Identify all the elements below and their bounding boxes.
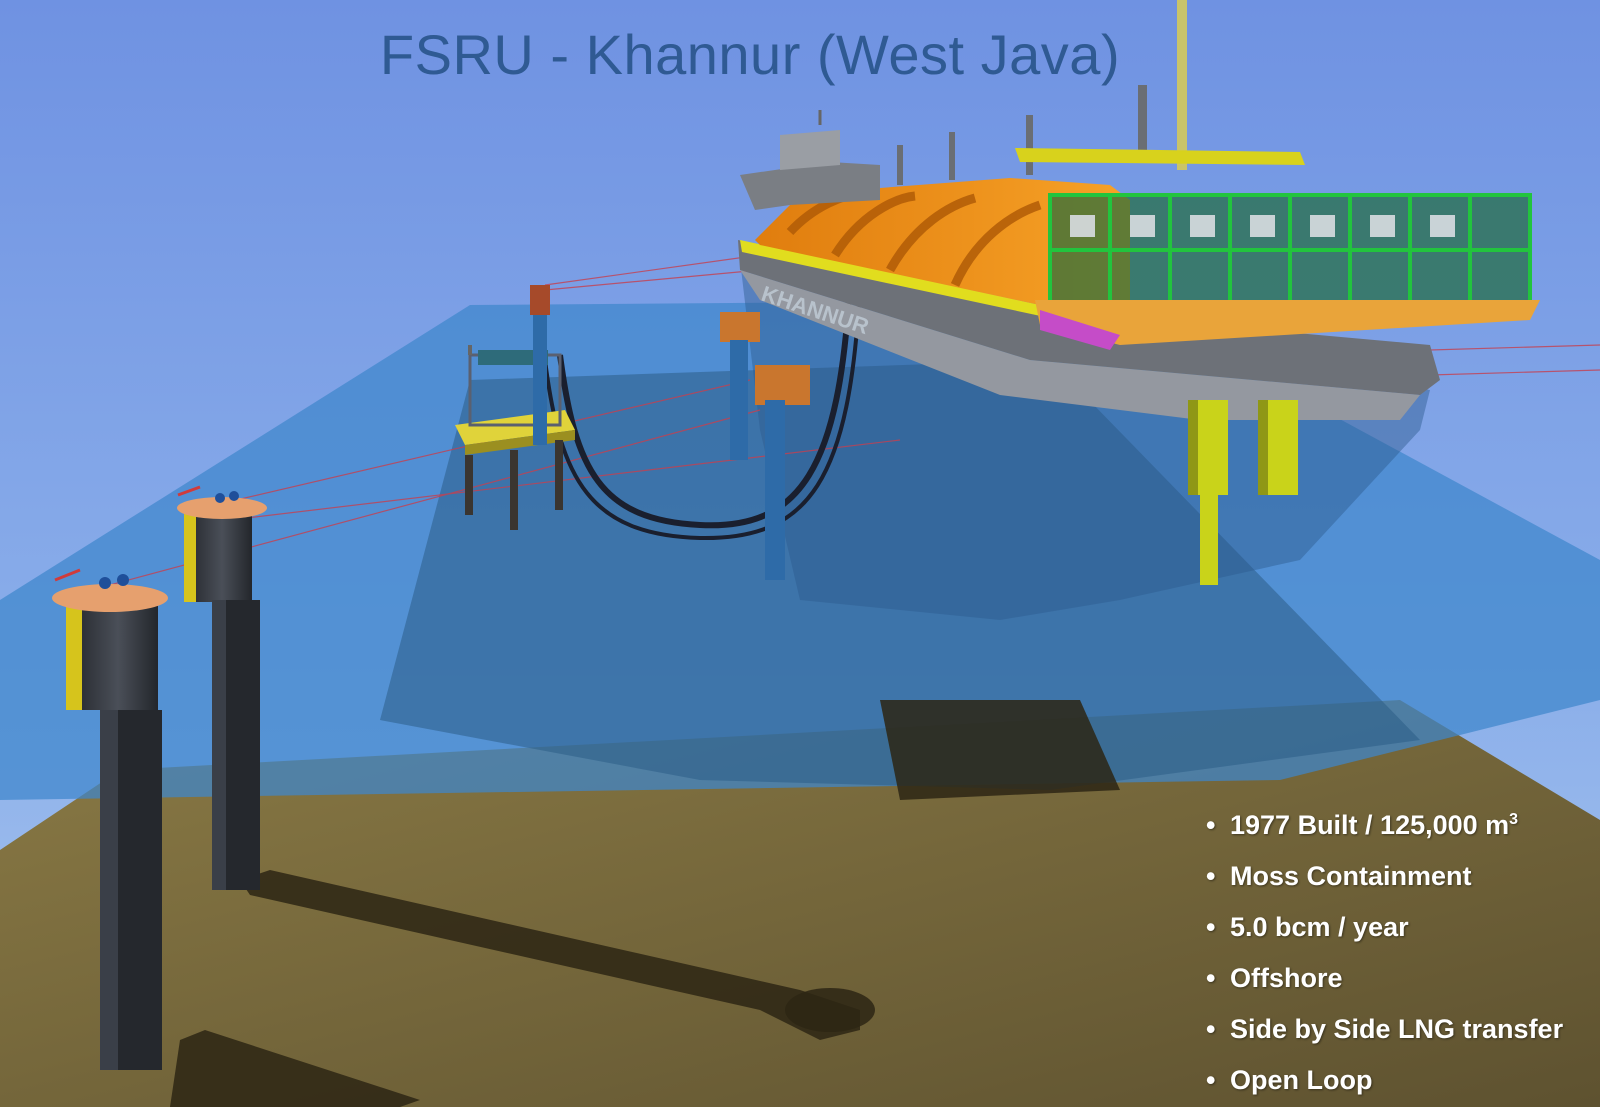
fact-item-transfer: Side by Side LNG transfer bbox=[1206, 1004, 1563, 1055]
water-surface-dark bbox=[380, 360, 1420, 790]
mooring-dolphin-3 bbox=[755, 365, 810, 580]
fact-item-loop: Open Loop bbox=[1206, 1055, 1563, 1106]
fact-item-containment: Moss Containment bbox=[1206, 851, 1563, 902]
mooring-dolphin-1 bbox=[530, 285, 550, 445]
breasting-dolphin-mid bbox=[177, 485, 267, 890]
mooring-lines bbox=[109, 254, 1600, 586]
seabed-shadows bbox=[170, 700, 1120, 1107]
fact-item-built: 1977 Built / 125,000 m3 bbox=[1206, 800, 1563, 851]
fact-item-capacity: 5.0 bcm / year bbox=[1206, 902, 1563, 953]
page-title: FSRU - Khannur (West Java) bbox=[379, 23, 1121, 86]
flare-tower bbox=[1177, 0, 1187, 170]
fact-item-location: Offshore bbox=[1206, 953, 1563, 1004]
mooring-dolphin-2 bbox=[720, 312, 760, 460]
seabed bbox=[0, 700, 1600, 1107]
transfer-hose bbox=[557, 279, 853, 529]
moss-tank-cover bbox=[755, 178, 1130, 330]
breasting-dolphin-left bbox=[52, 568, 168, 1070]
fsru-vessel: KHANNUR bbox=[738, 0, 1540, 585]
facts-list: 1977 Built / 125,000 m3 Moss Containment… bbox=[1206, 800, 1563, 1106]
deckhouse bbox=[740, 162, 880, 210]
